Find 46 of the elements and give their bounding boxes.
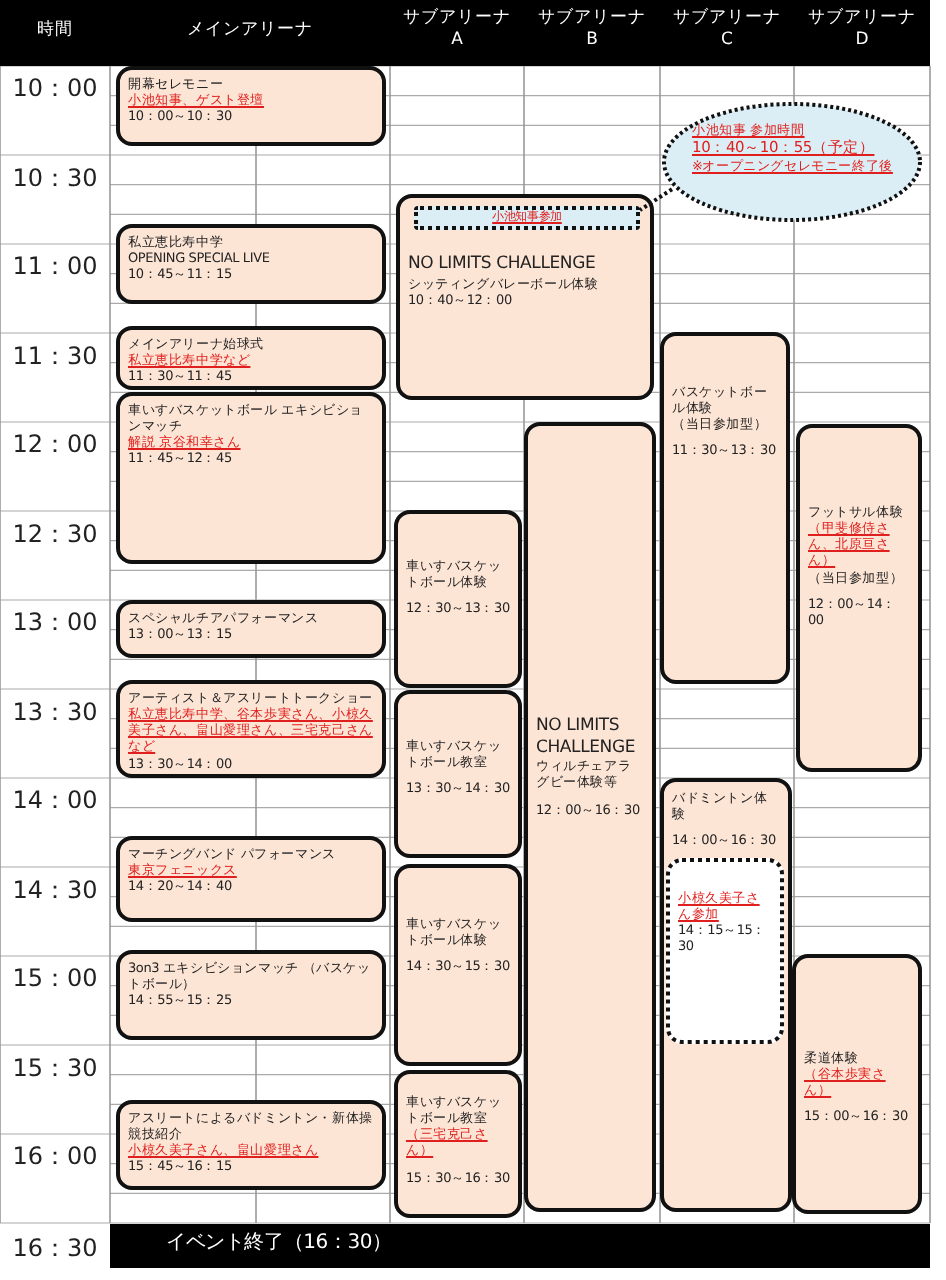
time-label: 12：00 [10, 428, 100, 462]
time-label: 14：00 [10, 784, 100, 818]
time-label: 16：00 [10, 1140, 100, 1174]
event-box [660, 778, 792, 1212]
column-header: サブアリーナ A [401, 8, 513, 51]
event-box [116, 224, 386, 304]
event-box [796, 424, 922, 772]
time-label: 16：30 [10, 1231, 100, 1265]
event-title: NO LIMITS CHALLENGE [536, 716, 637, 759]
event-box [116, 600, 386, 658]
time-label: 11：00 [10, 250, 100, 284]
event-box [116, 326, 386, 390]
event-box [116, 392, 386, 564]
event-box [394, 1070, 522, 1218]
column-header: サブアリーナ C [671, 8, 783, 51]
event-box [660, 332, 790, 684]
column-header: メインアリーナ [185, 20, 315, 42]
event-box [524, 422, 656, 1212]
column-header: 時間 [35, 20, 75, 42]
time-label: 10：30 [10, 161, 100, 195]
event-box [116, 66, 386, 146]
event-box [396, 194, 654, 400]
end-bar [110, 1224, 930, 1268]
highlight-band [414, 206, 640, 230]
event-box [116, 680, 386, 778]
event-box [394, 864, 522, 1066]
time-label: 13：00 [10, 606, 100, 640]
time-label: 15：00 [10, 962, 100, 996]
time-label: 14：30 [10, 873, 100, 907]
time-label: 10：00 [10, 72, 100, 106]
event-box [394, 510, 522, 688]
callout-bubble [660, 100, 924, 224]
event-box [116, 1100, 386, 1190]
time-label: 13：30 [10, 695, 100, 729]
column-header: サブアリーナ D [806, 8, 918, 51]
event-title: NO LIMITS CHALLENGE [408, 254, 598, 276]
event-box [116, 950, 386, 1040]
dotted-box [666, 858, 784, 1044]
event-box [116, 836, 386, 922]
column-header: サブアリーナ B [536, 8, 648, 51]
event-box [394, 690, 522, 858]
time-label: 11：30 [10, 339, 100, 373]
end-label: イベント終了（16：30） [166, 1232, 394, 1257]
time-label: 12：30 [10, 517, 100, 551]
time-label: 15：30 [10, 1051, 100, 1085]
event-box [792, 954, 922, 1214]
